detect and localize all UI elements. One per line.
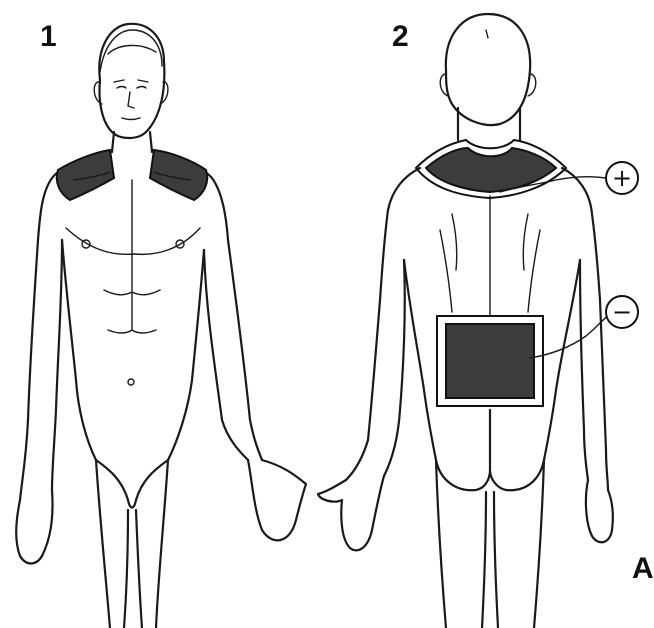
front-legs [96,460,168,628]
front-face [114,80,148,120]
back-muscle-detail [440,196,540,320]
front-left-shoulder-electrode [57,150,114,200]
panel-2-label: 2 [392,20,409,53]
positive-terminal: + [606,162,638,194]
lumbar-electrode [446,324,534,398]
front-chest-detail [66,180,200,385]
front-briefs [96,460,168,508]
front-view-figure [16,24,306,628]
negative-sign: − [612,298,632,326]
front-torso-sides [62,240,204,460]
back-right-hand [586,480,613,542]
back-left-arm [346,260,405,480]
corner-label: A [632,552,654,585]
front-left-arm [20,240,62,500]
positive-sign: + [612,164,632,192]
front-right-hand [248,460,306,540]
back-buttocks [436,410,544,490]
front-right-arm [204,240,262,460]
panel-1-label: 1 [40,20,57,53]
negative-terminal: − [606,296,638,328]
front-right-shoulder-electrode [150,150,207,200]
back-hair-whorl [486,30,488,38]
front-left-hand [16,490,52,564]
back-right-arm [580,260,608,490]
back-left-hand [318,476,384,550]
back-view-figure [318,14,613,628]
